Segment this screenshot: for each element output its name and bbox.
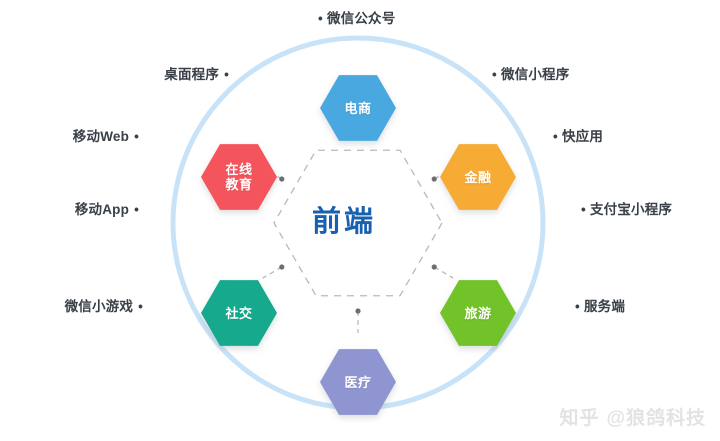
bullet-icon: •	[581, 202, 586, 217]
outer-label-text: 支付宝小程序	[589, 202, 673, 217]
outer-label-alipay-mini-program: •支付宝小程序	[581, 203, 672, 217]
hexagon-healthcare[interactable]	[320, 349, 396, 415]
connector-dot-healthcare	[355, 308, 361, 314]
outer-label-text: 微信小游戏	[64, 299, 134, 314]
bullet-icon: •	[224, 67, 229, 82]
outer-label-mobile-web: 移动Web •	[73, 130, 139, 144]
outer-label-wechat-mini-program: •微信小程序	[492, 68, 569, 82]
outer-label-wechat-official-account: •微信公众号	[318, 12, 395, 26]
watermark: 知乎 @狼鸽科技	[559, 403, 706, 430]
connector-line-social	[262, 266, 283, 279]
outer-label-desktop-program: 桌面程序 •	[164, 68, 229, 82]
bullet-icon: •	[553, 129, 558, 144]
connector-line-travel	[433, 266, 454, 279]
hexagon-social[interactable]	[201, 280, 277, 346]
connector-dot-social	[279, 264, 285, 270]
watermark-handle: @狼鸽科技	[606, 408, 706, 429]
hexagon-nodes	[201, 75, 516, 415]
connector-dot-education	[279, 176, 285, 182]
center-label: 前端	[312, 206, 377, 238]
outer-label-wechat-mini-game: 微信小游戏 •	[65, 300, 143, 314]
connector-dot-finance	[431, 176, 437, 182]
outer-label-text: 服务端	[583, 299, 626, 314]
watermark-site: 知乎	[559, 408, 600, 429]
dashed-hexagon-outline	[273, 149, 443, 297]
bullet-icon: •	[134, 129, 139, 144]
bullet-icon: •	[318, 11, 323, 26]
bullet-icon: •	[134, 202, 139, 217]
connector-dot-travel	[431, 264, 437, 270]
inner-dashed-hexagon	[273, 149, 443, 297]
hexagon-education[interactable]	[201, 144, 277, 210]
outer-label-mobile-app: 移动App •	[75, 203, 139, 217]
bullet-icon: •	[138, 299, 143, 314]
outer-label-text: 微信小程序	[500, 67, 570, 82]
hexagon-finance[interactable]	[440, 144, 516, 210]
hexagon-travel[interactable]	[440, 280, 516, 346]
outer-label-text: 移动Web	[72, 129, 130, 144]
outer-label-text: 桌面程序	[164, 67, 220, 82]
bullet-icon: •	[492, 67, 497, 82]
outer-label-text: 快应用	[561, 129, 604, 144]
outer-label-quick-app: •快应用	[553, 130, 603, 144]
hexagon-ecommerce[interactable]	[320, 75, 396, 141]
outer-label-text: 微信公众号	[326, 11, 396, 26]
outer-label-text: 移动App	[74, 202, 130, 217]
bullet-icon: •	[575, 299, 580, 314]
outer-label-server-side: •服务端	[575, 300, 625, 314]
